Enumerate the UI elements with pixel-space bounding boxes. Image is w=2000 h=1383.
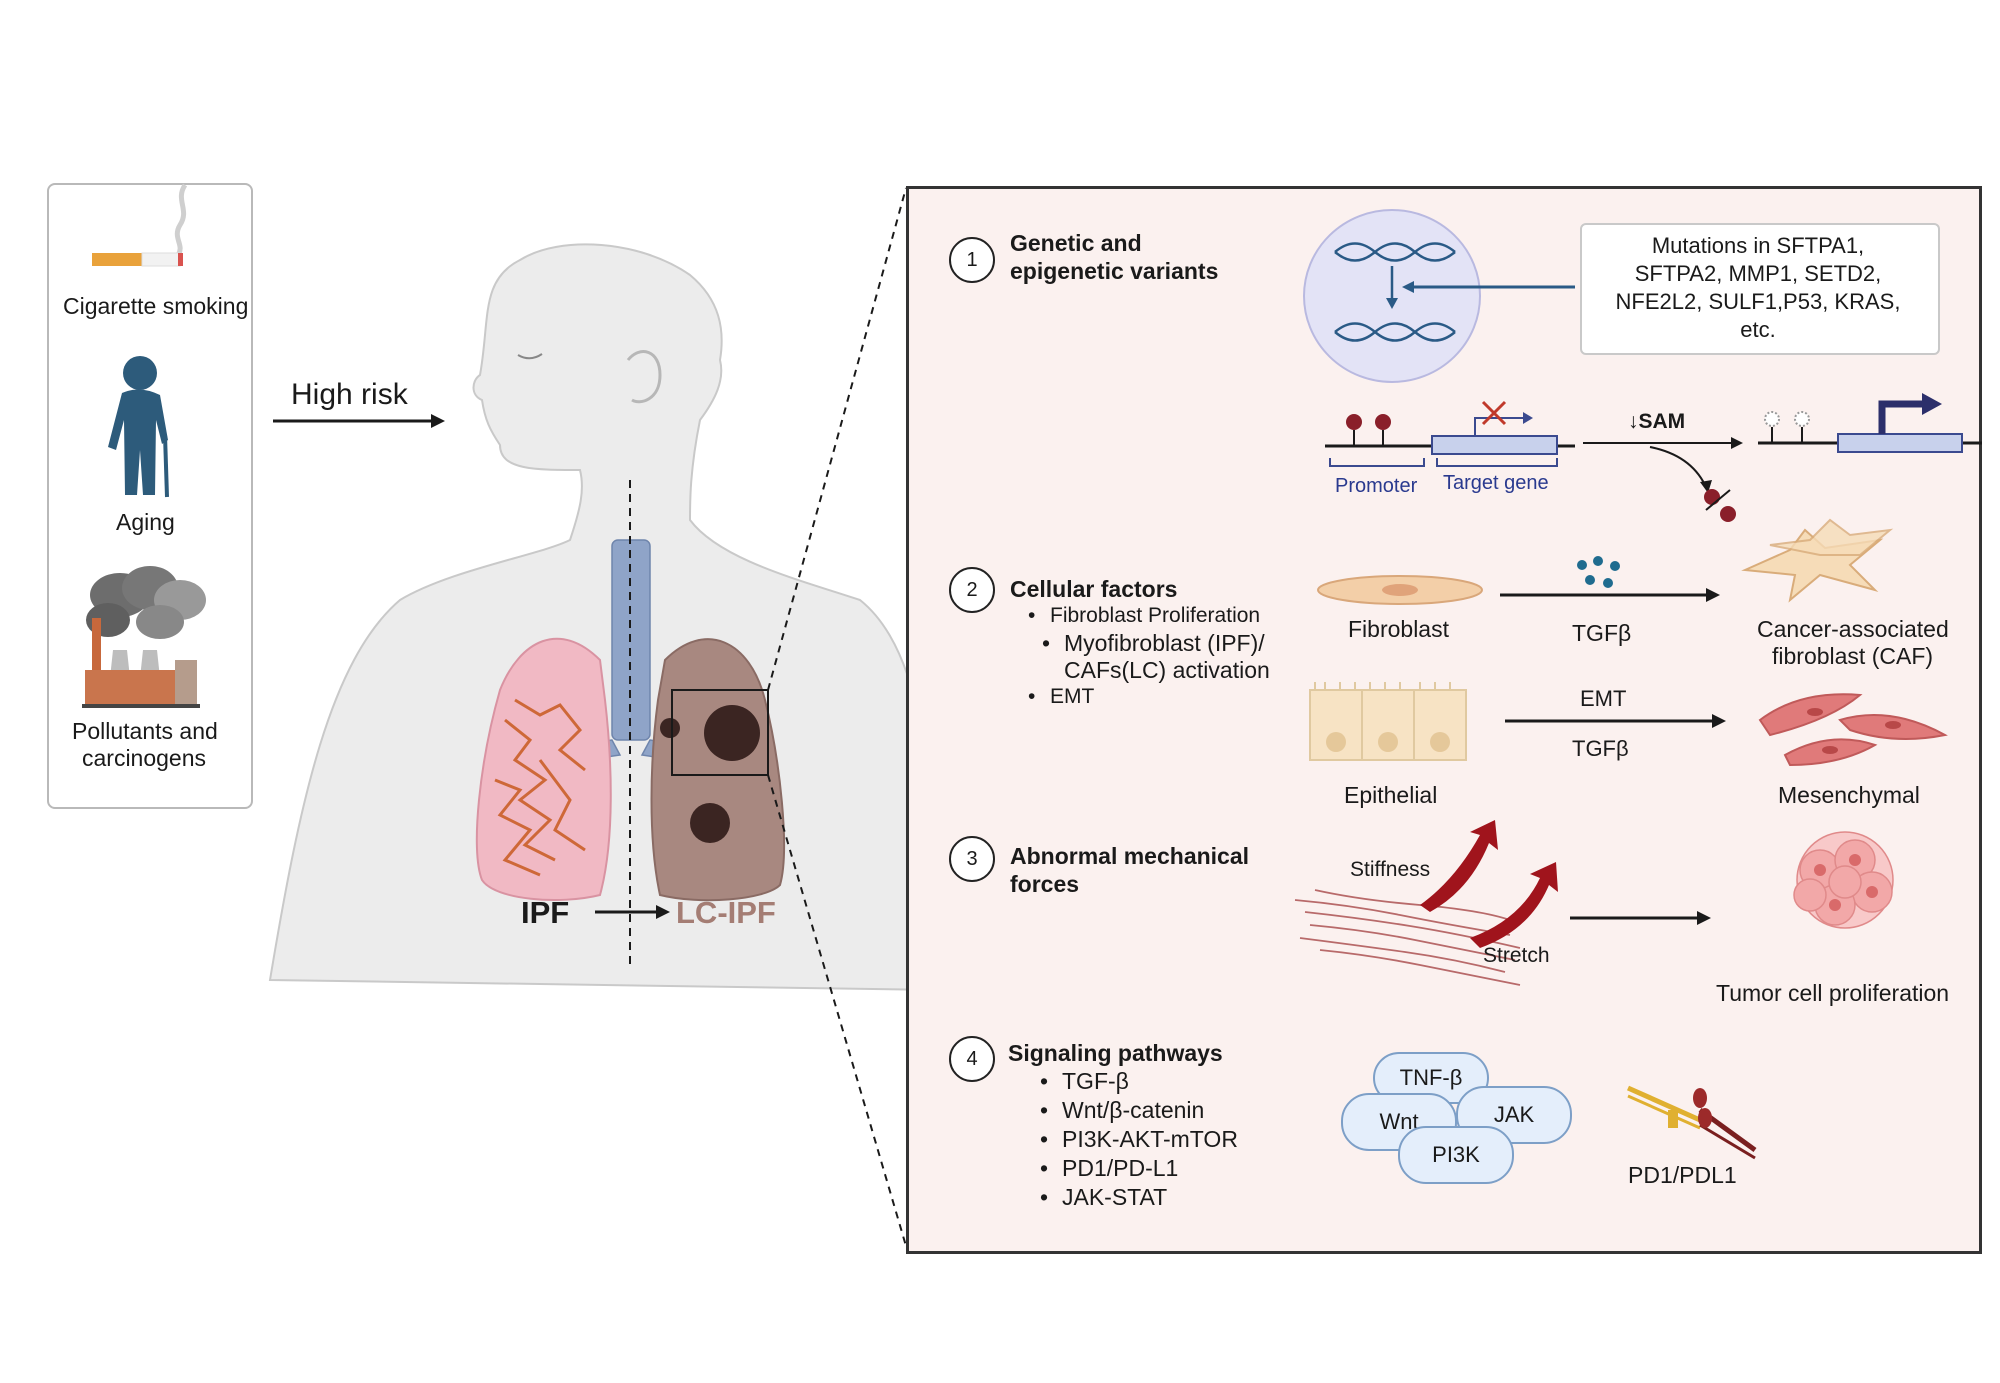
fibers-icon <box>1294 889 1521 986</box>
ipf-label: IPF <box>521 895 570 930</box>
mutations-box <box>1580 223 1940 355</box>
section-2-number: 2 <box>949 567 995 613</box>
mutations-line-4: etc. <box>1740 317 1776 342</box>
fibrosis-pattern <box>494 698 586 877</box>
tgfb-label-2: TGFβ <box>1572 736 1629 761</box>
cigarette-icon <box>92 183 188 267</box>
tgfb-label-1: TGFβ <box>1572 620 1632 646</box>
tgfb-molecules <box>1577 556 1620 588</box>
ipf-lung <box>475 637 612 901</box>
section-3-number: 3 <box>949 836 995 882</box>
smoking-label: Cigarette smoking <box>63 293 249 319</box>
mutations-line-2: SFTPA2, MMP1, SETD2, <box>1634 261 1882 286</box>
emt-arrow-label: EMT <box>1580 686 1627 711</box>
cellular-bullet-1: Fibroblast Proliferation <box>1028 604 1260 628</box>
caf-label-1: Cancer-associated <box>1757 616 1949 642</box>
tumor-cluster-icon <box>1793 831 1894 929</box>
stiffness-label: Stiffness <box>1350 858 1431 881</box>
elderly-person-icon <box>108 356 169 498</box>
epithelial-label: Epithelial <box>1344 782 1438 808</box>
section-1-title-1: Genetic and <box>1010 230 1142 256</box>
zoom-box <box>671 689 769 776</box>
pollutants-label-2: carcinogens <box>82 745 207 771</box>
pathway-bullet-3: PI3K-AKT-mTOR <box>1040 1126 1238 1153</box>
caf-cells <box>1741 518 1894 603</box>
target-gene-box <box>1431 435 1558 455</box>
cellular-bullet-3: EMT <box>1028 685 1094 709</box>
methyl-group-icon <box>1346 414 1362 430</box>
stiffness-arrow <box>1420 820 1498 912</box>
aging-label: Aging <box>116 509 175 535</box>
tumor-mass-1 <box>704 705 760 761</box>
factory-icon <box>82 566 206 708</box>
cellular-bullet-2-cont: CAFs(LC) activation <box>1064 657 1270 683</box>
section-4-title: Signaling pathways <box>1008 1040 1223 1066</box>
pathway-bullet-2: Wnt/β-catenin <box>1040 1097 1204 1124</box>
stretch-label: Stretch <box>1483 944 1550 967</box>
section-3-title-1: Abnormal mechanical <box>1010 843 1250 869</box>
pd1-pdl1-icon <box>1626 1085 1757 1160</box>
pi3k-pill: PI3K <box>1398 1126 1514 1184</box>
section-1-number: 1 <box>949 237 995 283</box>
mesenchymal-label: Mesenchymal <box>1778 782 1920 808</box>
tumor-mass-2 <box>690 803 730 843</box>
section-4-number: 4 <box>949 1036 995 1082</box>
pathway-bullet-4: PD1/PD-L1 <box>1040 1155 1178 1182</box>
pathway-bullet-1: TGF-β <box>1040 1068 1129 1095</box>
section-2-title: Cellular factors <box>1010 576 1178 602</box>
section-3-title-2: forces <box>1010 871 1080 897</box>
tumor-proliferation-label: Tumor cell proliferation <box>1716 980 1950 1006</box>
mutations-line-1: Mutations in SFTPA1, <box>1651 233 1865 258</box>
mesenchymal-cells <box>1758 693 1948 767</box>
cellular-bullet-2: Myofibroblast (IPF)/ <box>1042 630 1265 657</box>
dna-icon <box>1334 242 1456 342</box>
target-gene-label: Target gene <box>1443 472 1549 494</box>
mutations-line-3: NFE2L2, SULF1,P53, KRAS, <box>1615 289 1901 314</box>
caf-label-2: fibroblast (CAF) <box>1772 643 1934 669</box>
pd1-pdl1-label: PD1/PDL1 <box>1628 1162 1737 1188</box>
lc-ipf-lung <box>650 638 786 902</box>
sam-label: ↓SAM <box>1628 410 1686 433</box>
lc-ipf-label: LC-IPF <box>676 895 776 930</box>
section-1-title-2: epigenetic variants <box>1010 258 1219 284</box>
pollutants-label-1: Pollutants and <box>72 718 218 744</box>
fibroblast-label: Fibroblast <box>1348 616 1449 642</box>
pathway-bullet-5: JAK-STAT <box>1040 1184 1167 1211</box>
promoter-label: Promoter <box>1335 475 1418 497</box>
high-risk-label: High risk <box>291 378 408 411</box>
stretch-arrow <box>1470 862 1558 948</box>
